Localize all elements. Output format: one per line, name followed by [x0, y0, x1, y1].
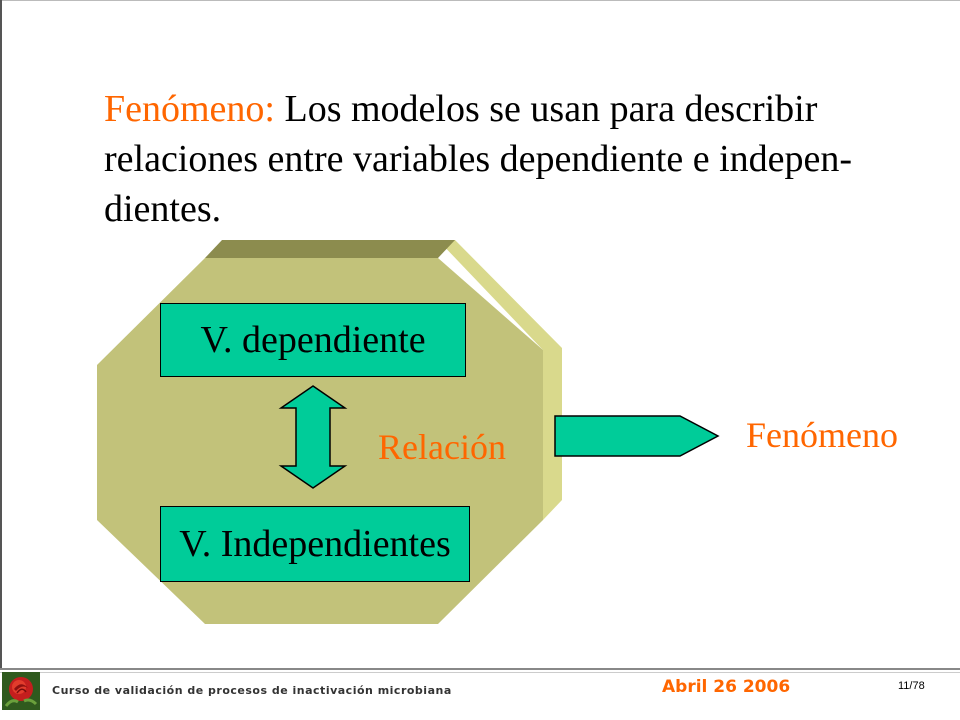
rose-logo-icon [2, 672, 40, 710]
footer-divider-secondary [0, 672, 960, 673]
frame-left-border [0, 0, 2, 668]
relation-label: Relación [378, 427, 506, 467]
page-number: 11/78 [898, 680, 925, 692]
slide-title: Fenómeno: Los modelos se usan para descr… [104, 84, 944, 234]
phenomenon-label: Fenómeno [746, 415, 898, 455]
octagon-top-face [205, 240, 455, 258]
dependent-variable-box: V. dependiente [160, 303, 466, 377]
title-text: Los modelos se usan para describir relac… [104, 88, 853, 230]
footer-course-title: Curso de validación de procesos de inact… [52, 684, 452, 697]
right-arrow-icon [554, 415, 720, 457]
footer-divider [0, 668, 960, 670]
frame-top-border [0, 0, 960, 1]
model-diagram [97, 240, 720, 624]
independent-variables-box: V. Independientes [160, 506, 470, 582]
double-arrow-icon [278, 385, 348, 489]
octagon-side-face [438, 240, 562, 520]
title-keyword: Fenómeno: [104, 88, 275, 130]
footer-date: Abril 26 2006 [662, 677, 791, 697]
